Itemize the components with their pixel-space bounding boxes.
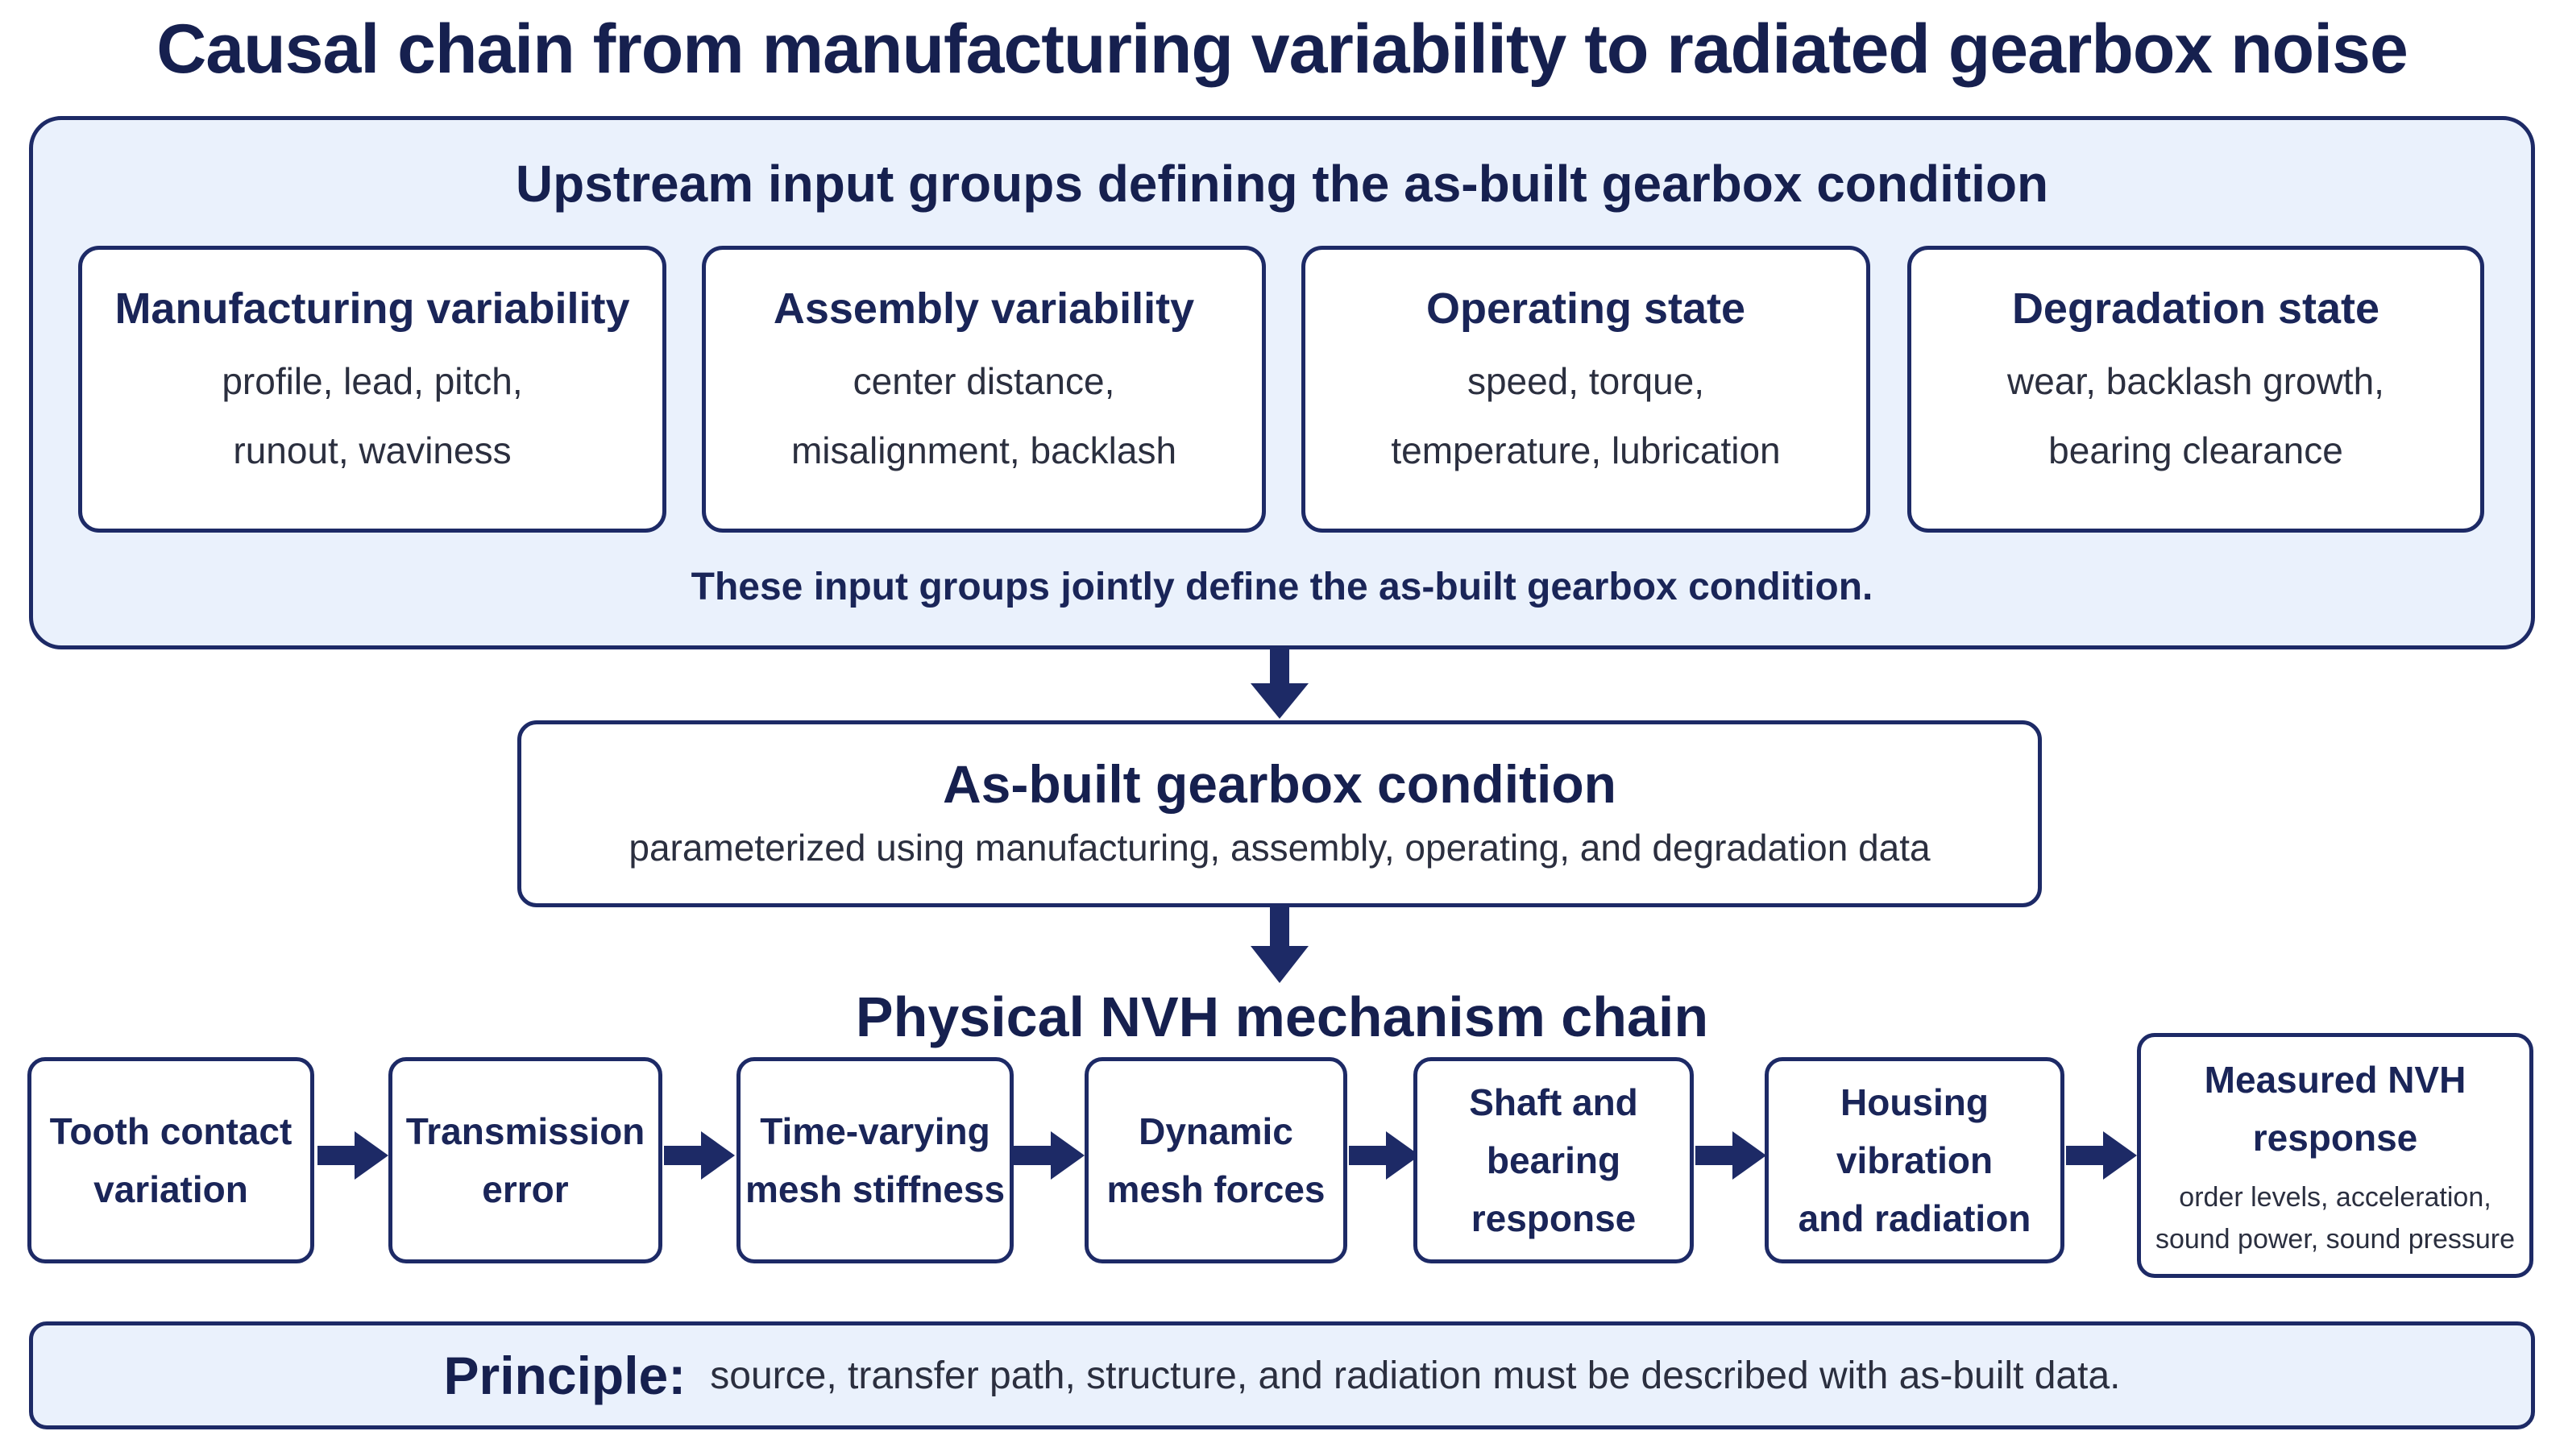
right-arrow-icon (317, 1131, 388, 1180)
right-arrow-icon (1014, 1131, 1085, 1180)
group-line: center distance, (853, 360, 1115, 402)
final-step-sub: order levels, acceleration, (2179, 1182, 2491, 1213)
chain-step-label: variation (93, 1168, 248, 1210)
right-arrow-icon (1349, 1131, 1420, 1180)
group-line: wear, backlash growth, (2007, 360, 2384, 402)
chain-step-label: Housing vibration (1836, 1081, 1994, 1181)
upstream-panel: Upstream input groups defining the as-bu… (29, 116, 2535, 649)
right-arrow-icon (664, 1131, 735, 1180)
principle-bar: Principle: source, transfer path, struct… (29, 1321, 2535, 1429)
chain-step-tooth-contact: Tooth contact variation (27, 1057, 314, 1263)
group-card-manufacturing: Manufacturing variability profile, lead,… (78, 246, 666, 533)
condition-title: As-built gearbox condition (943, 754, 1616, 814)
chain-step-mesh-stiffness: Time-varying mesh stiffness (736, 1057, 1014, 1263)
group-line: temperature, lubrication (1391, 429, 1781, 471)
group-line: bearing clearance (2048, 429, 2343, 471)
condition-subtitle: parameterized using manufacturing, assem… (629, 827, 1931, 869)
chain-step-label: and radiation (1798, 1197, 2031, 1239)
chain-step-label: bearing response (1471, 1139, 1637, 1239)
upstream-heading: Upstream input groups defining the as-bu… (515, 155, 2049, 213)
group-card-assembly: Assembly variability center distance, mi… (702, 246, 1266, 533)
chain-step-label: Shaft and (1469, 1081, 1638, 1123)
diagram-title: Causal chain from manufacturing variabil… (156, 10, 2408, 88)
group-card-operating: Operating state speed, torque, temperatu… (1301, 246, 1870, 533)
group-title: Manufacturing variability (114, 284, 630, 333)
chain-step-label: mesh stiffness (745, 1168, 1006, 1210)
chain-step-shaft-bearing: Shaft and bearing response (1413, 1057, 1694, 1263)
upstream-note: These input groups jointly define the as… (691, 566, 1873, 608)
principle-text: source, transfer path, structure, and ra… (710, 1354, 2121, 1397)
chain-step-mesh-forces: Dynamic mesh forces (1085, 1057, 1347, 1263)
chain-step-label: Tooth contact (49, 1110, 292, 1152)
chain-step-label: error (482, 1168, 569, 1210)
chain-step-measured-nvh: Measured NVH response order levels, acce… (2137, 1033, 2533, 1278)
chain-step-housing-radiation: Housing vibration and radiation (1765, 1057, 2064, 1263)
group-card-degradation: Degradation state wear, backlash growth,… (1907, 246, 2484, 533)
down-arrow-icon (1251, 649, 1309, 719)
group-line: runout, waviness (233, 429, 512, 471)
group-line: misalignment, backlash (790, 429, 1177, 471)
final-step-label: Measured NVH (2204, 1059, 2467, 1101)
principle-label: Principle: (443, 1346, 687, 1405)
group-title: Operating state (1425, 284, 1746, 333)
chain-step-label: Transmission (405, 1110, 645, 1152)
chain-step-label: mesh forces (1106, 1168, 1326, 1210)
chain-step-transmission-error: Transmission error (388, 1057, 662, 1263)
group-title: Degradation state (2011, 284, 2380, 333)
chain-step-label: Time-varying (760, 1110, 990, 1152)
group-line: profile, lead, pitch, (222, 360, 523, 402)
chain-step-label: Dynamic (1139, 1110, 1293, 1152)
final-step-sub: sound power, sound pressure (2155, 1224, 2516, 1255)
group-line: speed, torque, (1467, 360, 1705, 402)
right-arrow-icon (1695, 1131, 1766, 1180)
right-arrow-icon (2066, 1131, 2137, 1180)
down-arrow-icon (1251, 907, 1309, 983)
final-step-label: response (2252, 1117, 2418, 1159)
as-built-condition-box: As-built gearbox condition parameterized… (517, 720, 2042, 907)
group-title: Assembly variability (773, 284, 1195, 333)
mechanism-heading: Physical NVH mechanism chain (855, 985, 1709, 1048)
